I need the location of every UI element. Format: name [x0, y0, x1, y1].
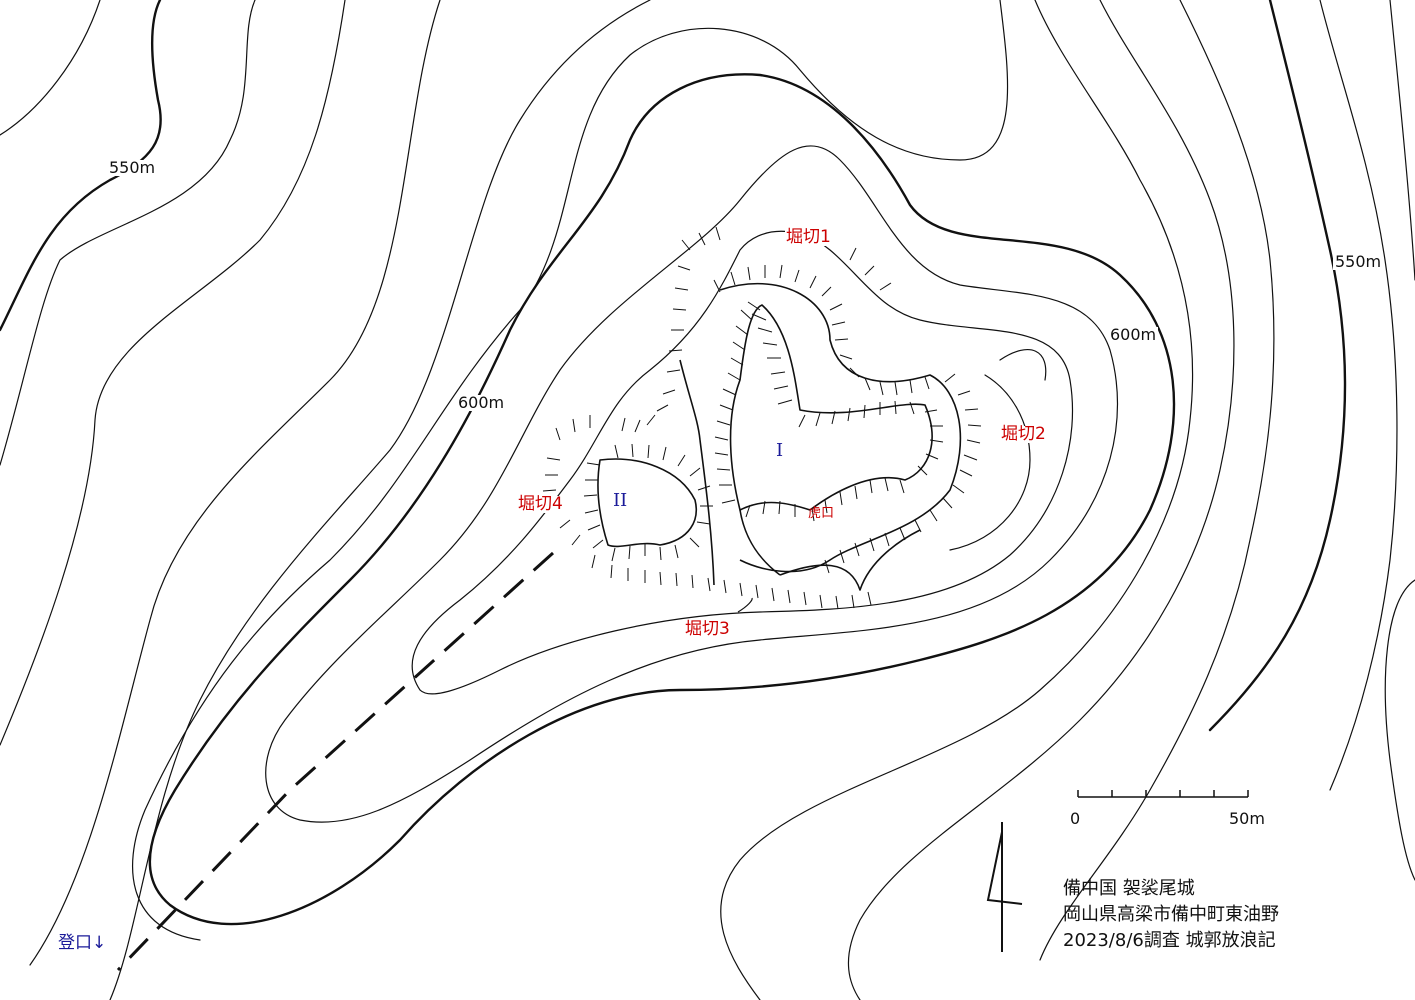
map-survey-credit: 2023/8/6調査 城郭放浪記: [1063, 930, 1276, 951]
contour-line: [0, 0, 346, 746]
slope-hachures: [583, 443, 713, 562]
contour-line: [999, 349, 1047, 381]
slope-hachures: [713, 264, 982, 574]
horikiri-4-label: 堀切4: [517, 494, 564, 514]
north-arrow: [986, 822, 1023, 952]
contour-line: [949, 374, 1031, 551]
scale-end-label: 50m: [1229, 809, 1265, 828]
second-bailey-outline: [597, 458, 697, 548]
slope-hachures: [714, 301, 944, 522]
trailhead-label: 登口↓: [58, 933, 107, 953]
horikiri-2-label: 堀切2: [1000, 424, 1047, 444]
slope-hachures: [621, 226, 892, 433]
contour-label-600m-right: 600m: [1108, 325, 1159, 344]
map-title: 備中国 袈裟尾城: [1063, 878, 1195, 899]
contour-line: [411, 230, 1074, 695]
ridge-line: [699, 439, 715, 586]
contour-line: [0, 0, 256, 466]
contour-line: [1208, 0, 1347, 732]
contour-line: [847, 0, 1235, 1000]
leader-line: [737, 597, 753, 613]
access-trail: [116, 551, 555, 972]
contour-line: [29, 0, 441, 966]
outer-terrace: [719, 282, 962, 573]
map-location: 岡山県高梁市備中町東油野: [1063, 904, 1279, 925]
horikiri-1-label: 堀切1: [785, 227, 832, 247]
contour-line: [265, 145, 1119, 823]
contour-line: [1039, 0, 1275, 961]
lower-terrace: [779, 529, 921, 591]
contour-label-600m-left: 600m: [456, 393, 507, 412]
contour-label-550m-left: 550m: [107, 158, 158, 177]
scale-start-label: 0: [1070, 809, 1081, 828]
ridge-line: [679, 359, 701, 441]
contour-line: [0, 0, 101, 136]
main-bailey-label: I: [776, 440, 784, 461]
contour-line: [148, 73, 1176, 926]
contour-line: [1389, 0, 1415, 281]
contour-line: [109, 0, 651, 1000]
scale-bar: [1077, 790, 1249, 798]
second-bailey-label: II: [613, 490, 628, 511]
contour-line: [1384, 579, 1415, 881]
contour-line: [1319, 0, 1398, 791]
contour-line: [720, 0, 1194, 1000]
title-block: 備中国 袈裟尾城 岡山県高梁市備中町東油野 2023/8/6調査 城郭放浪記: [1063, 876, 1279, 954]
contour-label-550m-right: 550m: [1333, 252, 1384, 271]
horikiri-3-label: 堀切3: [684, 619, 731, 639]
ridge-line: [739, 509, 781, 576]
contour-line: [131, 0, 1009, 941]
main-bailey-outline: [729, 304, 933, 511]
koguchi-label: 虎口: [808, 506, 835, 521]
